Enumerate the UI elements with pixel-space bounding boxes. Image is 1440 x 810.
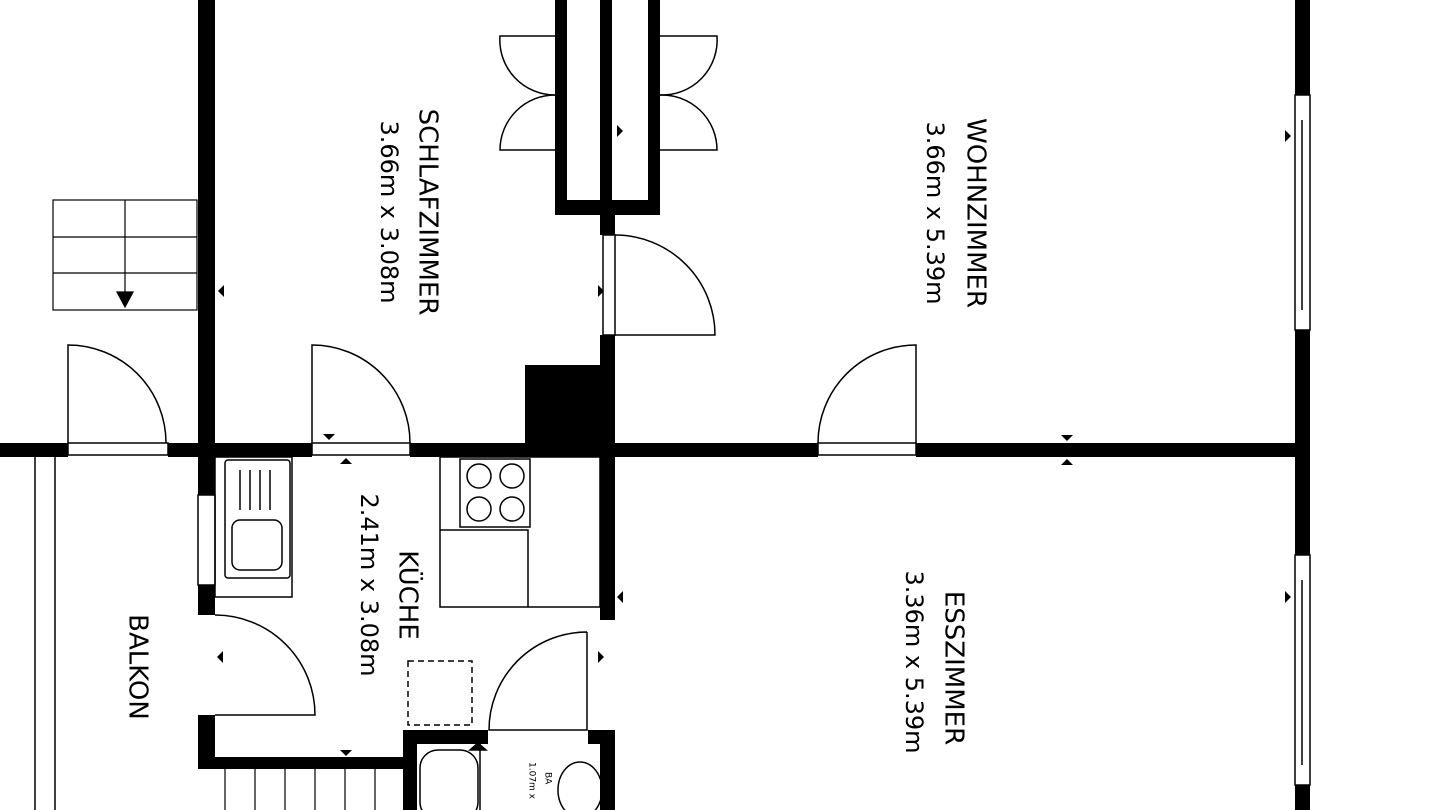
room-size-esszimmer: 3.36m x 5.39m [900,570,928,753]
room-name-schlafzimmer: SCHLAFZIMMER [413,109,443,316]
room-size-bad: 1.07m x [527,762,537,800]
room-name-bad: BA [543,772,553,785]
stairs [52,199,376,810]
room-name-kueche: KÜCHE [393,550,425,640]
room-name-esszimmer: ESSZIMMER [939,591,969,745]
room-size-schlafzimmer: 3.66m x 3.08m [375,120,403,303]
room-labels: SCHLAFZIMMER 3.66m x 3.08m WOHNZIMMER 3.… [123,109,991,800]
room-size-wohnzimmer: 3.66m x 5.39m [921,121,949,304]
room-name-wohnzimmer: WOHNZIMMER [961,118,991,308]
markers [217,125,1291,756]
room-size-kueche: 2.41m x 3.08m [355,493,383,676]
room-name-balkon: BALKON [123,614,153,720]
fixtures [214,456,603,810]
windows [34,94,1311,810]
doors [67,35,917,731]
walls [0,0,1310,810]
